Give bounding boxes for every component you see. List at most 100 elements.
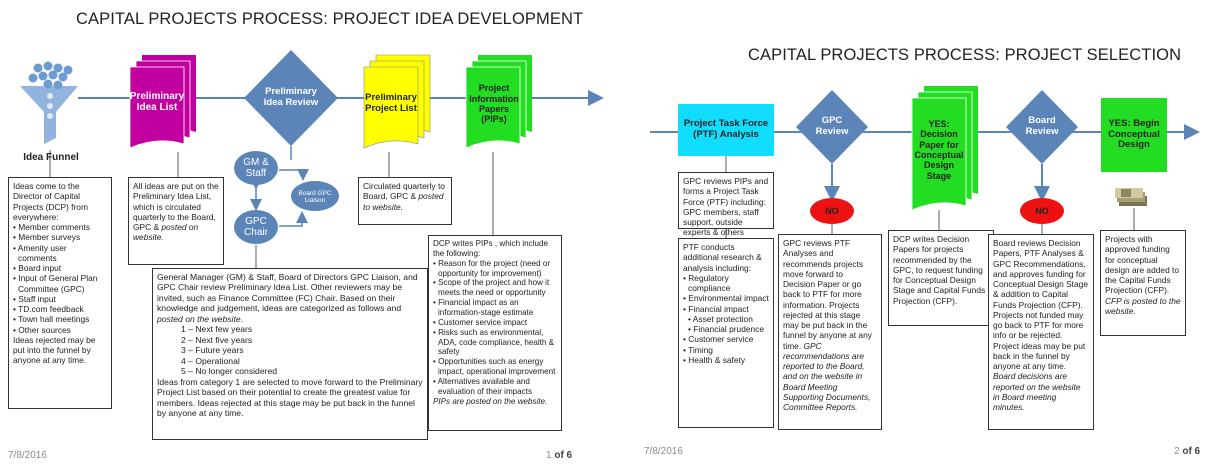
category-item: 4 – Operational — [181, 355, 240, 366]
gm-staff-label: GM & Staff — [243, 156, 269, 180]
page-of: of 6 — [1179, 446, 1201, 457]
preliminary-idea-list-label: Preliminary Idea List — [129, 90, 185, 114]
begin-label: YES: Begin Conceptual Design — [1108, 117, 1160, 151]
board-review-diamond — [1006, 90, 1078, 164]
footer-date: 7/8/2016 — [644, 446, 683, 457]
ptf-research-box: PTF conducts additional research & analy… — [678, 238, 774, 428]
page-number: 1 of 6 — [546, 450, 572, 461]
list-item: • Alternatives available and evaluation … — [433, 377, 533, 396]
funnel-intro: Ideas come to the Director of Capital Pr… — [13, 181, 88, 222]
no-circle — [1020, 198, 1064, 224]
list-item: • Risks such as environmental, ADA, code… — [433, 327, 555, 357]
category-item: 2 – Next five years — [181, 334, 253, 345]
funnel-label: Idea Funnel — [23, 152, 79, 164]
list-item: • Customer service impact — [433, 317, 528, 327]
gm-staff-ellipse — [234, 151, 278, 185]
decision-paper-shape — [911, 86, 978, 211]
category-item: 5 – No longer considered — [181, 366, 278, 377]
footer-date: 7/8/2016 — [8, 450, 47, 461]
no-label: NO — [825, 205, 839, 216]
slide-project-selection: CAPITAL PROJECTS PROCESS: PROJECT SELECT… — [616, 0, 1216, 468]
project-list-description-box: Circulated quarterly to Board, GPC & pos… — [358, 177, 452, 225]
review-outro: Ideas from category 1 are selected to mo… — [157, 376, 423, 419]
category-item: 3 – Future years — [181, 345, 244, 356]
slide-title: CAPITAL PROJECTS PROCESS: PROJECT IDEA D… — [76, 10, 584, 28]
list-item: • Customer service — [683, 334, 754, 345]
list-item: • Other sources — [13, 324, 71, 335]
funnel-outro: Ideas rejected may be put into the funne… — [13, 334, 96, 366]
list-item: • Asset protection — [688, 313, 753, 324]
begin-text: Projects with approved funding for conce… — [1105, 234, 1180, 296]
board-liaison-ellipse — [291, 181, 339, 211]
category-item: 1 – Next few years — [181, 324, 253, 335]
list-item: • Scope of the project and how it meets … — [433, 278, 550, 298]
project-list-text: Circulated quarterly to Board, GPC & — [363, 181, 445, 202]
list-item: • Opportunities such as energy impact, o… — [433, 357, 556, 377]
gpc-chair-ellipse — [234, 210, 278, 244]
list-item: • Reason for the project (need or opport… — [433, 258, 551, 278]
preliminary-idea-list-shape — [129, 55, 196, 149]
list-item: • Health & safety — [683, 354, 746, 365]
list-item: • TD.com feedback — [13, 304, 84, 314]
no-circle — [810, 198, 854, 224]
gpc-text: GPC reviews PTF Analyses and recommends … — [783, 238, 872, 351]
list-item: • Timing — [683, 344, 713, 355]
begin-box — [1101, 98, 1167, 172]
ptf-box — [678, 104, 774, 156]
list-item: • Member surveys — [13, 232, 81, 243]
page-of: of 6 — [551, 450, 573, 461]
ptf-label: Project Task Force (PTF) Analysis — [683, 118, 769, 140]
pips-intro: DCP writes PIPs , which include the foll… — [433, 239, 549, 258]
decision-label: YES: Decision Paper for Conceptual Desig… — [914, 118, 964, 181]
pips-description-box: DCP writes PIPs , which include the foll… — [428, 235, 562, 431]
gpc-description-box: GPC reviews PTF Analyses and recommends … — [778, 234, 882, 430]
board-text: Board reviews Decision Papers, PTF Analy… — [993, 238, 1088, 371]
gpc-text-italic: GPC recommendations are reported to the … — [783, 340, 871, 413]
preliminary-idea-review-label: Preliminary Idea Review — [263, 86, 319, 108]
pips-shape — [465, 55, 532, 149]
page-num: 1 — [546, 450, 552, 461]
pips-label: Project Information Papers (PIPs) — [469, 83, 519, 125]
page-number: 2 of 6 — [1174, 446, 1200, 457]
list-item: • Input of General Plan Committee (GPC) — [13, 273, 98, 294]
list-item: • Regulatory compliance — [683, 272, 731, 293]
gpc-review-diamond — [796, 90, 868, 164]
slide-idea-development: CAPITAL PROJECTS PROCESS: PROJECT IDEA D… — [0, 0, 604, 468]
list-item: • Town hall meetings — [13, 314, 90, 325]
slide-title: CAPITAL PROJECTS PROCESS: PROJECT SELECT… — [748, 46, 1182, 64]
list-item: • Financial impact — [683, 303, 749, 314]
preliminary-idea-review-diamond — [244, 50, 338, 146]
review-text-italic: posted on the website — [157, 313, 241, 324]
list-item: • Member comments — [13, 222, 90, 232]
list-item: • Staff input — [13, 293, 56, 304]
page-num: 2 — [1174, 446, 1180, 457]
diagram-graphics — [650, 86, 1200, 238]
funnel-icon — [20, 61, 78, 144]
no-label: NO — [1035, 205, 1049, 216]
gpc-chair-label: GPC Chair — [244, 215, 268, 239]
project-list-text-italic: posted to website. — [363, 191, 444, 212]
diagram-graphics — [20, 50, 604, 268]
money-icon — [1115, 188, 1147, 206]
begin-description-box: Projects with approved funding for conce… — [1100, 230, 1186, 336]
list-item: • Financial impact as an information-sta… — [433, 298, 534, 318]
list-item: • Board input — [13, 263, 62, 273]
review-text: General Manager (GM) & Staff, Board of D… — [157, 272, 418, 314]
begin-text-italic: CFP is posted to the website. — [1105, 295, 1181, 316]
idea-list-description-box: All ideas are put on the Preliminary Ide… — [128, 177, 224, 265]
decision-text: DCP writes Decision Papers for projects … — [893, 234, 986, 306]
board-text-italic: Board decisions are reported on the webs… — [993, 371, 1081, 412]
board-review-label: Board Review — [1025, 115, 1059, 137]
ptf-description-box: GPC reviews PIPs and forms a Project Tas… — [678, 172, 774, 237]
review-text-period: . — [240, 313, 243, 324]
list-item: • Financial prudence — [688, 324, 765, 334]
board-description-box: Board reviews Decision Papers, PTF Analy… — [988, 234, 1094, 430]
ptf-research-intro: PTF conducts additional research & analy… — [683, 242, 762, 273]
ptf-text: GPC reviews PIPs and forms a Project Tas… — [683, 176, 769, 238]
board-liaison-label: Board GPC Liaison — [298, 189, 332, 204]
funnel-description-box: Ideas come to the Director of Capital Pr… — [8, 177, 112, 409]
review-description-box: General Manager (GM) & Staff, Board of D… — [152, 268, 428, 440]
preliminary-project-list-shape — [363, 54, 431, 149]
idea-list-text: All ideas are put on the Preliminary Ide… — [133, 181, 219, 232]
preliminary-project-list-label: Preliminary Project List — [365, 92, 417, 114]
